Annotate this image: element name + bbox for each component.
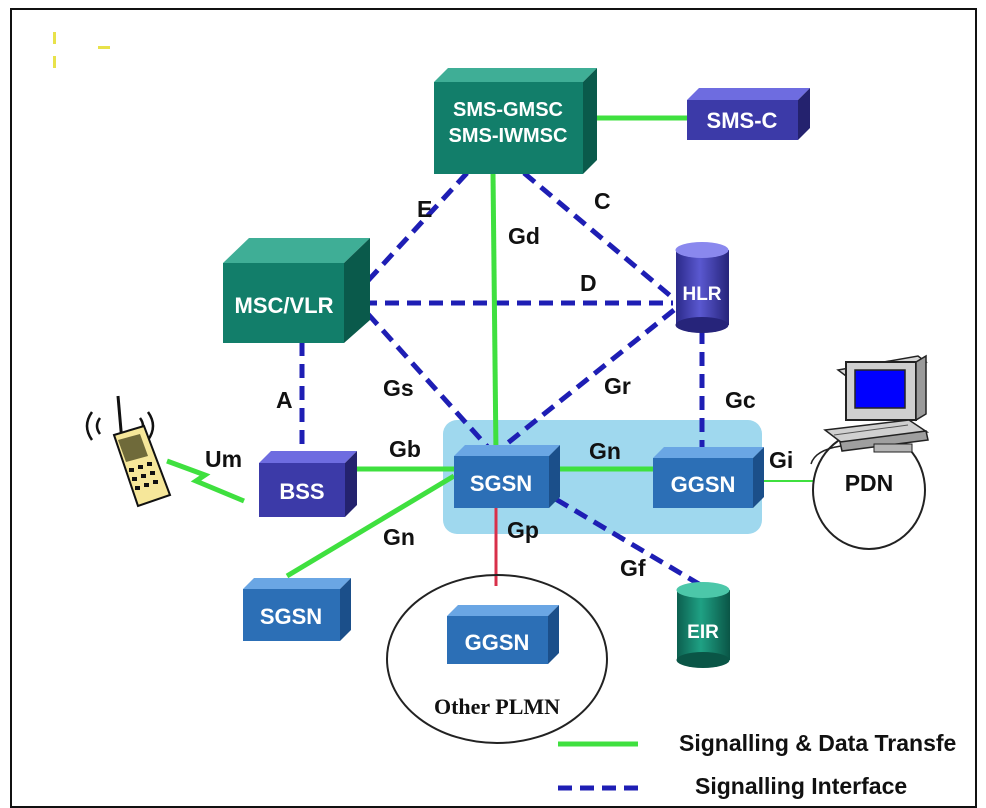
bss-label: BSS [279,479,324,504]
sgsn-main-label: SGSN [470,471,532,496]
link-gr [492,308,676,456]
interface-um-label: Um [205,446,242,472]
ggsn-main-label: GGSN [671,472,736,497]
ggsn-other-node[interactable]: GGSN [447,605,559,664]
gprs-network-diagram: SMS-GMSC SMS-IWMSC SMS-C MSC/VLR HLR [53,32,956,799]
interface-e-label: E [417,196,432,222]
interface-gp-label: Gp [507,517,539,543]
interface-a-label: A [276,387,293,413]
legend-dashed-label: Signalling Interface [695,773,907,799]
sms-iwmsc-label: SMS-IWMSC [449,125,568,147]
pdn-label: PDN [845,470,894,496]
eir-node[interactable]: EIR [676,582,731,668]
sgsn-main-node[interactable]: SGSN [454,445,560,508]
other-plmn-label: Other PLMN [434,694,560,719]
computer-terminal-icon [810,354,930,465]
interface-gc-label: Gc [725,387,756,413]
interface-gd-label: Gd [508,223,540,249]
link-gf [535,485,716,596]
interface-gn-core-label: Gn [589,438,621,464]
bss-node[interactable]: BSS [259,451,357,517]
sms-c-node[interactable]: SMS-C [687,88,810,140]
other-plmn-cloud [386,574,608,744]
hlr-label: HLR [682,284,721,305]
legend-solid-label: Signalling & Data Transfe [679,730,956,756]
interface-d-label: D [580,270,597,296]
sgsn-other-label: SGSN [260,604,322,629]
sms-c-label: SMS-C [707,108,778,133]
legend: Signalling & Data Transfe Signalling Int… [558,730,956,799]
sms-gmsc-label: SMS-GMSC [453,99,563,121]
um-radio-link [166,458,245,504]
interface-gi-label: Gi [769,447,793,473]
link-c [522,171,675,300]
interface-gf-label: Gf [620,555,646,581]
interface-gn-other-label: Gn [383,524,415,550]
link-gd [490,172,499,456]
eir-label: EIR [687,622,719,643]
interface-gr-label: Gr [604,373,631,399]
ggsn-other-label: GGSN [465,630,530,655]
dashed-links [299,171,716,596]
link-gn-other [285,473,456,579]
link-gs [366,312,496,456]
solid-links [285,115,692,579]
interface-gs-label: Gs [383,375,414,401]
msc-vlr-label: MSC/VLR [235,293,334,318]
diagram-frame: SMS-GMSC SMS-IWMSC SMS-C MSC/VLR HLR [10,8,977,808]
link-e [362,171,469,287]
interface-gb-label: Gb [389,436,421,462]
msc-vlr-node[interactable]: MSC/VLR [223,238,370,343]
ggsn-main-node[interactable]: GGSN [653,447,764,508]
mobile-phone-icon [85,395,172,508]
sms-gmsc-node[interactable]: SMS-GMSC SMS-IWMSC [434,68,597,174]
corner-marks [53,32,110,68]
interface-c-label: C [594,188,611,214]
sgsn-other-node[interactable]: SGSN [243,578,351,641]
hlr-node[interactable]: HLR [675,242,730,333]
